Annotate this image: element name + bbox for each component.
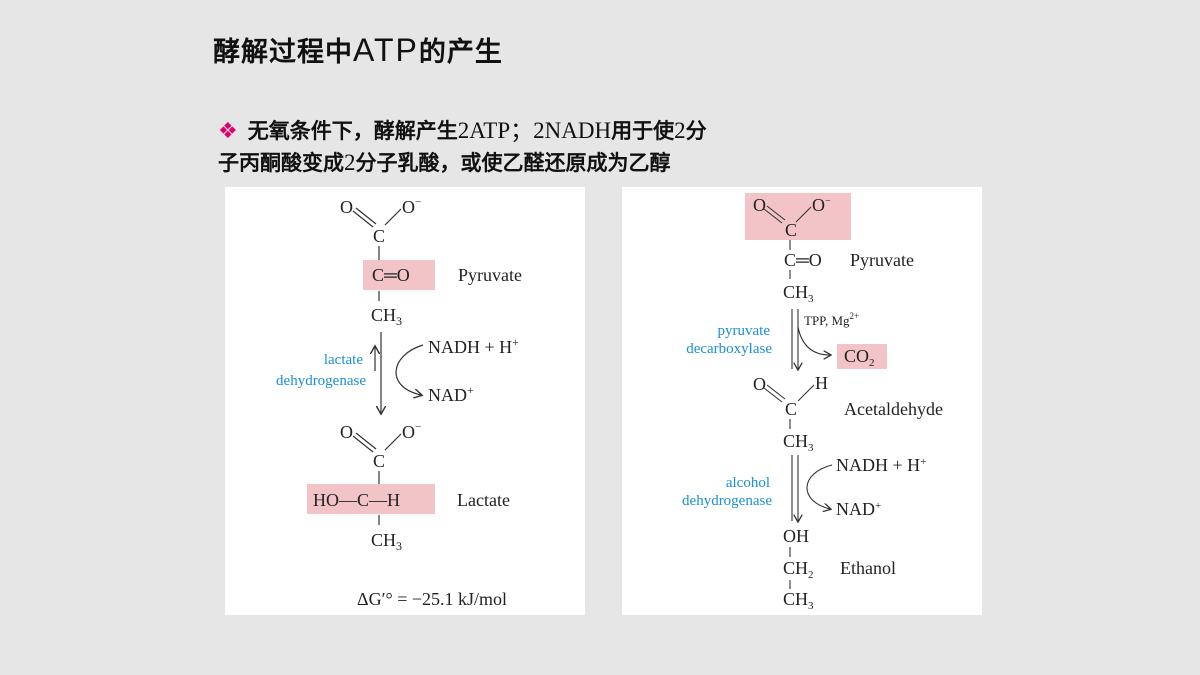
pyr-keto: C═O bbox=[784, 250, 822, 270]
enzyme-label-1: lactate bbox=[324, 352, 363, 368]
eth-ch2: CH2 bbox=[783, 558, 814, 581]
pyr-o-left: O bbox=[753, 195, 766, 215]
enzyme1-label-1: pyruvate bbox=[718, 323, 771, 339]
nad-label: NAD+ bbox=[428, 383, 474, 405]
keto-group: C═O bbox=[372, 265, 410, 285]
ethanol-diagram: O O− C C═O Pyruvate CH3 TPP, Mg2+ CO2 py… bbox=[682, 193, 943, 612]
cofactors-label: TPP, Mg2+ bbox=[804, 311, 859, 328]
slide-title: 酵解过程中ATP的产生 bbox=[213, 30, 503, 69]
bullet-text-2a: 子丙酮酸变成 bbox=[218, 151, 344, 175]
acetaldehyde-label: Acetaldehyde bbox=[844, 399, 943, 419]
delta-g-label: ΔG′° = −25.1 kJ/mol bbox=[357, 589, 507, 609]
hydroxyl-highlight bbox=[307, 484, 435, 514]
bullet-line-2: 子丙酮酸变成2分子乳酸，或使乙醛还原成为乙醇 bbox=[218, 147, 671, 177]
bullet-text-1d: 2 bbox=[674, 118, 686, 143]
diamond-bullet-icon: ❖ bbox=[218, 119, 238, 144]
enzyme2-label-2: dehydrogenase bbox=[682, 493, 772, 509]
keto-highlight bbox=[363, 260, 435, 290]
title-atp: ATP bbox=[353, 32, 419, 68]
bullet-text-2c: 分子乳酸，或使乙醛还原成为乙醇 bbox=[355, 151, 671, 175]
acet-ch3: CH3 bbox=[783, 431, 814, 454]
pyruvate-ch3: CH3 bbox=[371, 305, 402, 328]
lactate-carbon-1: C bbox=[373, 451, 385, 471]
bullet-line-1: ❖ 无氧条件下，酵解产生2ATP；2NADH用于使2分 bbox=[218, 111, 707, 145]
pyruvate-label: Pyruvate bbox=[458, 265, 522, 285]
lactate-fermentation-panel: O O− C C═O CH3 Pyruvate NADH + H+ NAD+ l… bbox=[225, 187, 585, 615]
hydroxyl-group: HO—C—H bbox=[313, 490, 400, 510]
acet-carbon: C bbox=[785, 399, 797, 419]
co2-highlight bbox=[837, 344, 887, 369]
acet-h: H bbox=[815, 373, 828, 393]
pyruvate-carbon-1: C bbox=[373, 226, 385, 246]
bullet-text-1b: 2ATP；2NADH bbox=[457, 118, 612, 143]
title-suffix: 的产生 bbox=[418, 37, 503, 68]
lactate-label: Lactate bbox=[457, 490, 510, 510]
bullet-text-1a: 无氧条件下，酵解产生 bbox=[247, 119, 458, 143]
enzyme-label-2: dehydrogenase bbox=[276, 373, 366, 389]
lactate-diagram: O O− C C═O CH3 Pyruvate NADH + H+ NAD+ l… bbox=[276, 196, 522, 609]
bullet-text-1e: 分 bbox=[685, 119, 707, 143]
pyruvate-o-left: O bbox=[340, 197, 353, 217]
co2-label: CO2 bbox=[844, 346, 875, 369]
nadh-label: NADH + H+ bbox=[428, 335, 519, 357]
lactate-o-minus: O− bbox=[402, 421, 421, 442]
ethanol-label: Ethanol bbox=[840, 558, 896, 578]
nad-label-right: NAD+ bbox=[836, 499, 881, 519]
pyr-carbon-1: C bbox=[785, 220, 797, 240]
carboxyl-highlight bbox=[745, 193, 851, 240]
title-prefix: 酵解过程中 bbox=[213, 37, 353, 68]
acet-o: O bbox=[753, 374, 766, 394]
nadh-label-right: NADH + H+ bbox=[836, 455, 926, 475]
enzyme2-label-1: alcohol bbox=[726, 475, 770, 491]
bullet-text-1c: 用于使 bbox=[611, 119, 675, 143]
eth-ch3: CH3 bbox=[783, 589, 814, 612]
lactate-ch3: CH3 bbox=[371, 530, 402, 553]
enzyme1-label-2: decarboxylase bbox=[686, 341, 772, 357]
eth-oh: OH bbox=[783, 526, 809, 546]
pyr-ch3: CH3 bbox=[783, 282, 814, 305]
pyruvate-o-minus: O− bbox=[402, 196, 421, 217]
ethanol-fermentation-panel: O O− C C═O Pyruvate CH3 TPP, Mg2+ CO2 py… bbox=[622, 187, 982, 615]
bullet-text-2b: 2 bbox=[344, 150, 356, 175]
lactate-o-left: O bbox=[340, 422, 353, 442]
pyruvate-label-right: Pyruvate bbox=[850, 250, 914, 270]
